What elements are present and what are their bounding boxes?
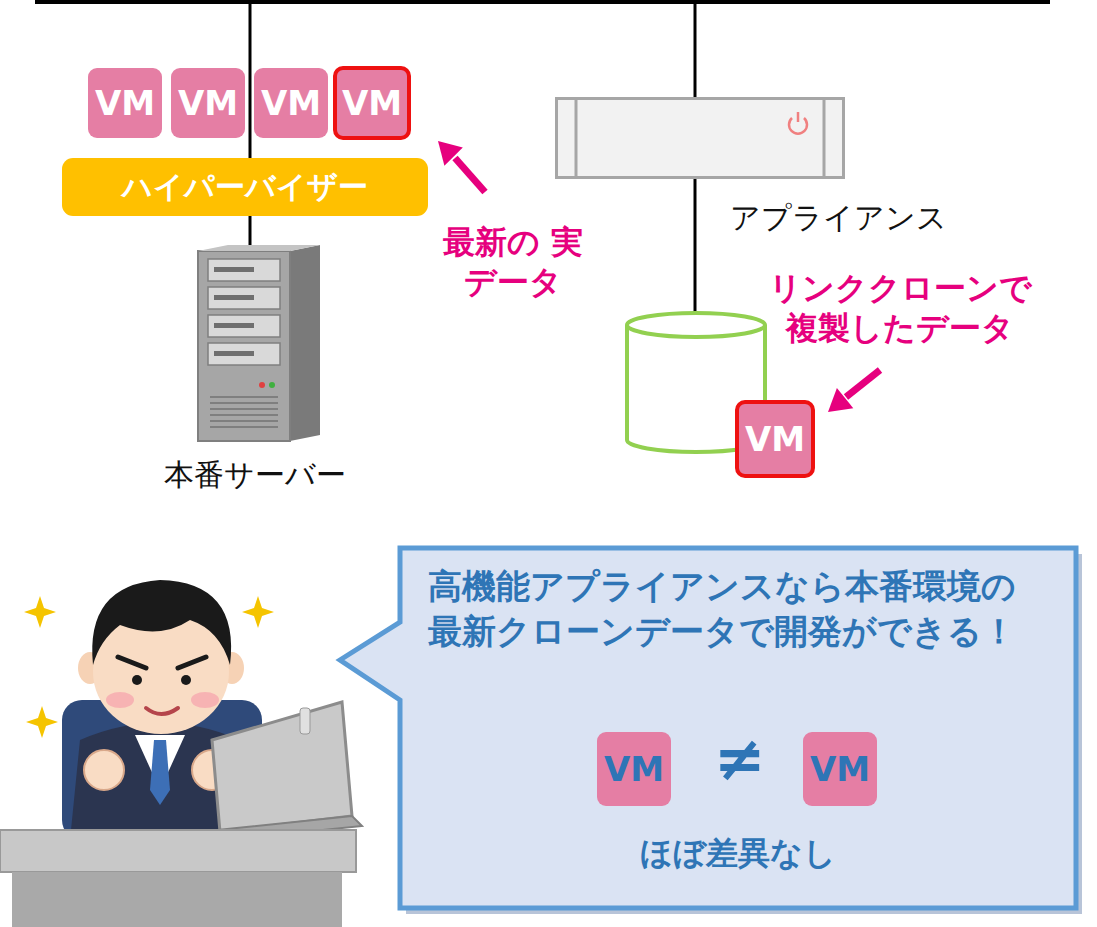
- node-text: VM: [261, 86, 321, 120]
- laptop: [198, 702, 362, 842]
- server-tower: [198, 251, 290, 441]
- appliance-panel: [575, 100, 578, 176]
- speech-bubble: [340, 548, 1076, 908]
- hypervisor-band: ハイパーバイザー: [62, 158, 428, 216]
- connector-line: [249, 216, 252, 245]
- server-tower: [208, 315, 280, 337]
- node-text: VM: [604, 747, 664, 792]
- vm-box: VM: [735, 400, 815, 478]
- node-text: 本番サーバー: [160, 457, 350, 493]
- node-text: VM: [745, 422, 805, 456]
- laptop: [212, 702, 352, 832]
- callout-arrow: [846, 370, 880, 397]
- desk: [0, 830, 356, 872]
- node-text: VM: [178, 86, 238, 120]
- server-tower: [269, 382, 275, 388]
- vm-box: VM: [88, 68, 162, 138]
- server-tower: [208, 259, 280, 281]
- callout-label: リンククローンで 複製したデータ: [766, 268, 1035, 348]
- server-tower: [214, 267, 254, 272]
- appliance-panel: [797, 112, 800, 122]
- office-worker: [150, 740, 170, 805]
- vm-box: VM: [803, 732, 877, 806]
- sparkle: [26, 706, 58, 738]
- office-worker: [118, 657, 206, 668]
- desk: [12, 872, 342, 927]
- network-bus: [35, 2, 1050, 315]
- server-tower: [210, 408, 278, 410]
- callout-arrow: [438, 141, 463, 166]
- node-text: VM: [95, 86, 155, 120]
- sparkle: [24, 596, 56, 628]
- vm-box: VM: [254, 68, 328, 138]
- office-worker: [92, 580, 231, 665]
- server-tower: [210, 402, 278, 404]
- server-tower: [259, 382, 265, 388]
- sparkle: [242, 596, 274, 628]
- server-tower: [210, 420, 278, 422]
- network-bus: [249, 2, 252, 158]
- node-text: VM: [342, 86, 402, 120]
- office-worker: [146, 708, 178, 714]
- network-bus: [694, 2, 697, 97]
- appliance-box: アプライアンス: [555, 97, 845, 179]
- vm-box: VM: [171, 68, 245, 138]
- server-tower: [210, 396, 278, 398]
- server-tower: [214, 295, 254, 300]
- office-worker: [106, 692, 134, 708]
- node-text: 高機能アプライアンスなら本番環境の 最新クローンデータで開発ができる！: [428, 564, 1020, 654]
- server-tower: [214, 351, 254, 356]
- office-worker: [181, 675, 191, 685]
- callout-arrow: [455, 158, 485, 192]
- laptop: [300, 708, 310, 734]
- callout-arrow: [828, 388, 853, 412]
- appliance-panel: [558, 100, 842, 176]
- network-bus: [694, 179, 697, 315]
- node-text: ハイパーバイザー: [122, 172, 368, 202]
- appliance-panel: [823, 100, 826, 176]
- desk: [0, 830, 356, 927]
- callout-label: 最新の 実データ: [443, 222, 584, 302]
- server-tower: [210, 426, 278, 428]
- network-bus: [35, 0, 1050, 4]
- server-tower: [208, 287, 280, 309]
- node-text: アプライアンス: [730, 200, 947, 236]
- office-worker: [132, 675, 142, 685]
- vm-box: VM: [597, 732, 671, 806]
- server-tower: [210, 414, 278, 416]
- server-node: 本番サーバー: [160, 245, 350, 495]
- not-equal-sign: ≠: [708, 728, 772, 790]
- storage-cylinder: [627, 313, 765, 337]
- vm-box: VM: [333, 66, 411, 140]
- office-worker: [84, 750, 124, 790]
- node-text: VM: [810, 747, 870, 792]
- server-tower: [290, 245, 320, 441]
- server-tower: [208, 343, 280, 365]
- server-tower: [214, 323, 254, 328]
- node-text: ほぼ差異なし: [400, 832, 1076, 874]
- office-worker: [191, 692, 219, 708]
- server-tower: [198, 245, 320, 251]
